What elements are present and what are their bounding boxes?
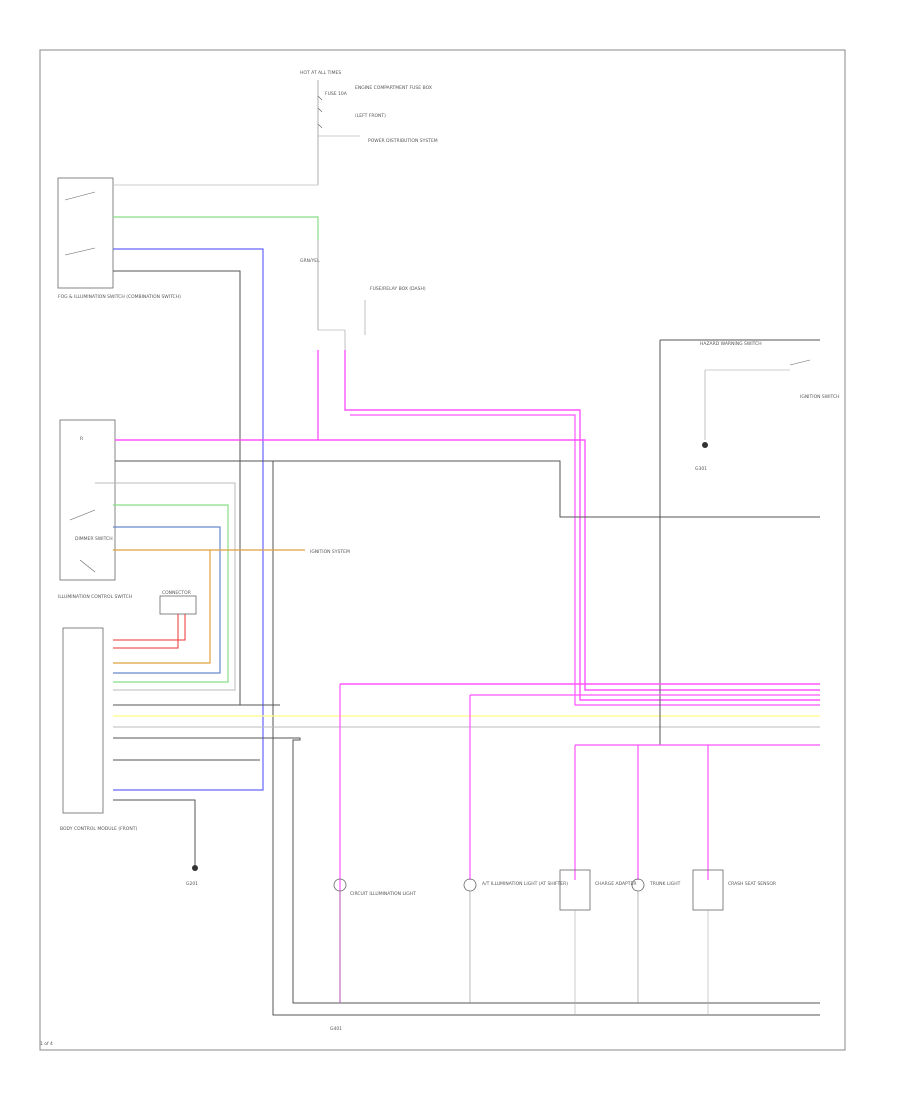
connector-label: CONNECTOR (162, 590, 191, 596)
lamp2-label: A/T ILLUMINATION LIGHT (AT SHIFTER) (482, 881, 568, 887)
footer-label: 1 of 4 (40, 1041, 53, 1047)
fuse-block-label: HOT AT ALL TIMES (300, 70, 341, 76)
illum-switch-label: ILLUMINATION CONTROL SWITCH (58, 594, 132, 600)
lamp4-label: TRUNK LIGHT (649, 881, 681, 887)
bcm-label: BODY CONTROL MODULE (FRONT) (60, 826, 137, 832)
crash-seat-sensor: CRASH SEAT SENSOR (692, 869, 776, 911)
fog-switch: FOG & ILLUMINATION SWITCH (COMBINATION S… (57, 177, 181, 300)
ground-left-label: G201 (186, 881, 198, 887)
lamp3-label: CHARGE ADAPTER (595, 881, 636, 887)
svg-text:R: R (80, 436, 83, 442)
wire-black-ground (113, 799, 196, 865)
ground-g401-label: G401 (330, 1026, 342, 1032)
wire-gray-dimmer (95, 482, 236, 691)
ground-left (192, 865, 198, 871)
ground-g301-label: G301 (695, 466, 707, 472)
power-distribution-label: POWER DISTRIBUTION SYSTEM (368, 138, 438, 144)
wire-black-illum (115, 460, 820, 518)
wire-black-bcm-2 (113, 737, 820, 1004)
fuse-box-label-2: (LEFT FRONT) (355, 113, 386, 119)
fuse-box-label: ENGINE COMPARTMENT FUSE BOX (355, 85, 432, 91)
dimmer-switch-label: DIMMER SWITCH (75, 536, 113, 542)
lamp-at-illumination: A/T ILLUMINATION LIGHT (AT SHIFTER) (463, 878, 568, 892)
wire-pink-illum (115, 439, 820, 691)
connector: CONNECTOR (113, 590, 197, 649)
wire-pink-junction-2 (344, 350, 820, 701)
wire-orange-down (113, 550, 211, 664)
ground-g301 (702, 442, 708, 448)
junction-box: GRN/YEL FUSE/RELAY BOX (DASH) (300, 240, 426, 350)
fuse-note-label: FUSE 10A (325, 91, 348, 97)
wire-blue-dimmer (113, 526, 221, 674)
diagram-frame (39, 49, 846, 1051)
ignition-switch-label: IGNITION SWITCH (800, 394, 840, 400)
hazard-switch-label: HAZARD WARNING SWITCH (700, 341, 762, 347)
wire-black-top (113, 270, 241, 705)
lamp5-label: CRASH SEAT SENSOR (728, 881, 776, 887)
body-control-module: BODY CONTROL MODULE (FRONT) (60, 627, 137, 832)
wire-pink-junction-3 (350, 414, 820, 706)
wire-green-top (113, 216, 319, 240)
charge-adapter: CHARGE ADAPTER (559, 869, 636, 911)
junction-box-label: FUSE/RELAY BOX (DASH) (370, 286, 426, 292)
trunk-light: TRUNK LIGHT (631, 878, 681, 892)
wire-green-dimmer (113, 504, 229, 683)
illumination-switch: R DIMMER SWITCH ILLUMINATION CONTROL SWI… (58, 419, 132, 600)
wire-blue-top (113, 248, 264, 791)
junction-node-label: GRN/YEL (300, 258, 320, 264)
wire-black-vertical (272, 461, 820, 1016)
ignition-system-label: IGNITION SYSTEM (310, 549, 350, 555)
lamp1-label: CIRCUIT ILLUMINATION LIGHT (350, 891, 416, 897)
fuse-block-top: HOT AT ALL TIMES FUSE 10A ENGINE COMPART… (300, 70, 438, 185)
fog-switch-label: FOG & ILLUMINATION SWITCH (COMBINATION S… (58, 294, 181, 300)
hazard-switch: HAZARD WARNING SWITCH IGNITION SWITCH G3… (659, 339, 840, 745)
lamp-circuit-illumination: CIRCUIT ILLUMINATION LIGHT (333, 878, 416, 897)
